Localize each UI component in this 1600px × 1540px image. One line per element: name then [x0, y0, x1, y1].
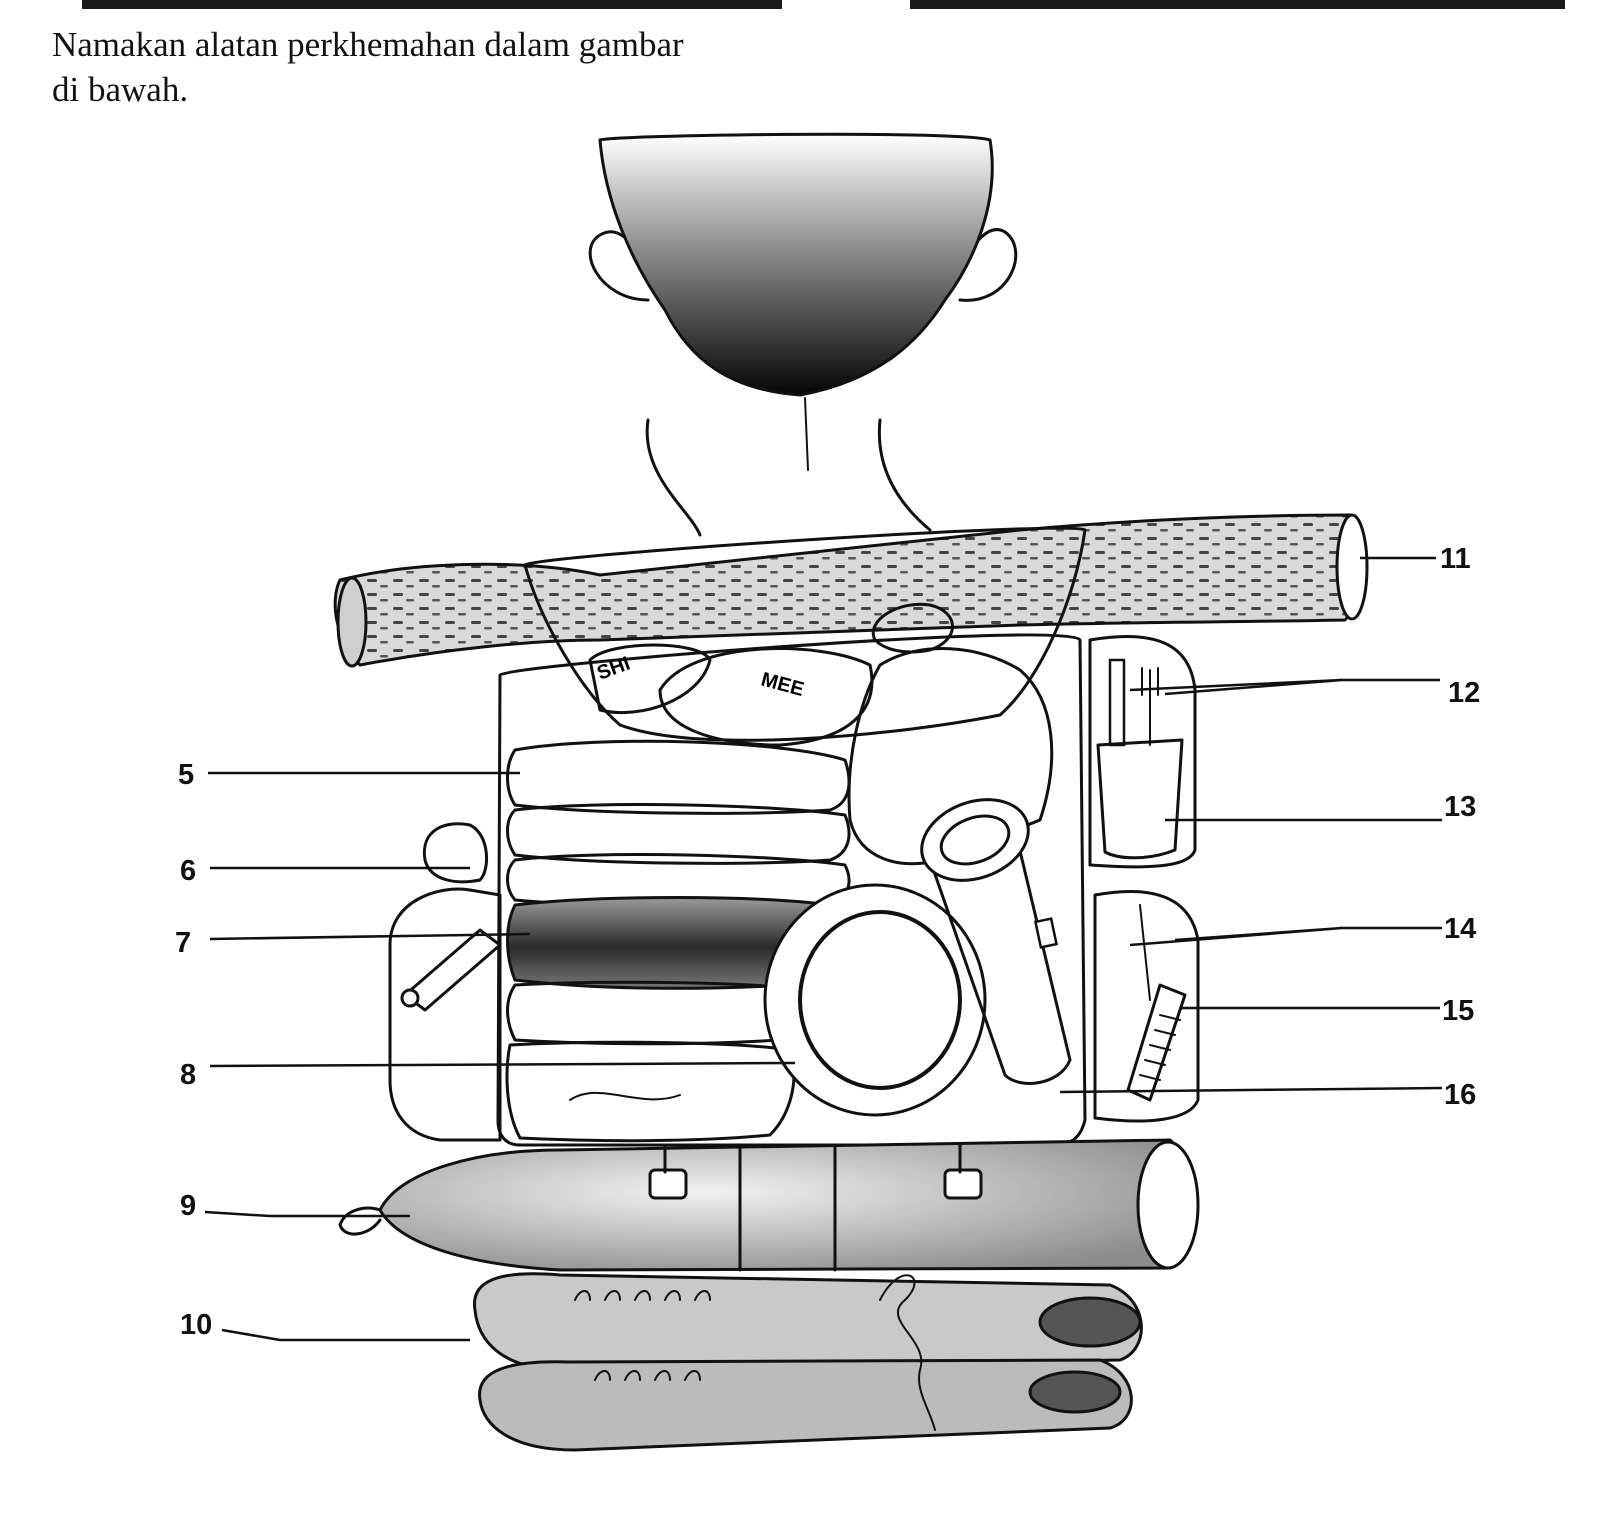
torch	[920, 798, 1072, 1085]
label-9: 9	[180, 1190, 196, 1222]
sleeping-bag-roll	[338, 1138, 1200, 1272]
person-head	[588, 132, 1018, 537]
label-12: 12	[1448, 677, 1480, 709]
label-5: 5	[178, 759, 194, 791]
instruction-line-1: Namakan alatan perkhemahan dalam gambar	[52, 25, 684, 64]
clothes-stack	[505, 739, 851, 1143]
label-15: 15	[1442, 995, 1474, 1027]
label-16: 16	[1444, 1079, 1476, 1111]
comb-icon	[1126, 983, 1187, 1102]
leader-lines	[204, 556, 1443, 1342]
label-13: 13	[1444, 791, 1476, 823]
instruction-text: Namakan alatan perkhemahan dalam gambar …	[52, 22, 872, 112]
water-bottle	[388, 822, 502, 1142]
top-rule-left	[82, 0, 782, 9]
leader-8	[209, 1061, 796, 1068]
leader-14	[1129, 926, 1442, 947]
cup-icon	[1096, 738, 1184, 860]
side-pocket-lower	[1093, 889, 1200, 1123]
sleeping-mat	[333, 513, 1369, 668]
leader-12	[1129, 678, 1440, 696]
number-labels: 5 6 7 8 9 10 11 12 13 14 15 16	[175, 543, 1480, 1341]
plate	[763, 883, 987, 1117]
toothbrush-icon	[1139, 904, 1151, 1001]
label-10: 10	[180, 1309, 212, 1341]
boots	[472, 1272, 1143, 1452]
label-8: 8	[180, 1059, 196, 1091]
food-packets: SHI MEE	[588, 602, 1054, 866]
label-7: 7	[175, 927, 191, 959]
bag-print-left: SHI	[594, 653, 633, 685]
top-rule-right	[910, 0, 1565, 9]
fork-icon	[1141, 667, 1159, 746]
label-14: 14	[1444, 913, 1476, 945]
bag-print-right: MEE	[759, 669, 807, 701]
knife-icon	[1108, 658, 1126, 747]
leader-16	[1059, 1086, 1443, 1094]
label-11: 11	[1440, 543, 1471, 575]
leader-9	[204, 1210, 410, 1218]
side-pocket-upper	[1088, 635, 1197, 869]
label-6: 6	[180, 855, 196, 887]
leader-7	[209, 932, 531, 941]
leader-10	[221, 1328, 470, 1342]
instruction-line-2: di bawah.	[52, 70, 189, 109]
